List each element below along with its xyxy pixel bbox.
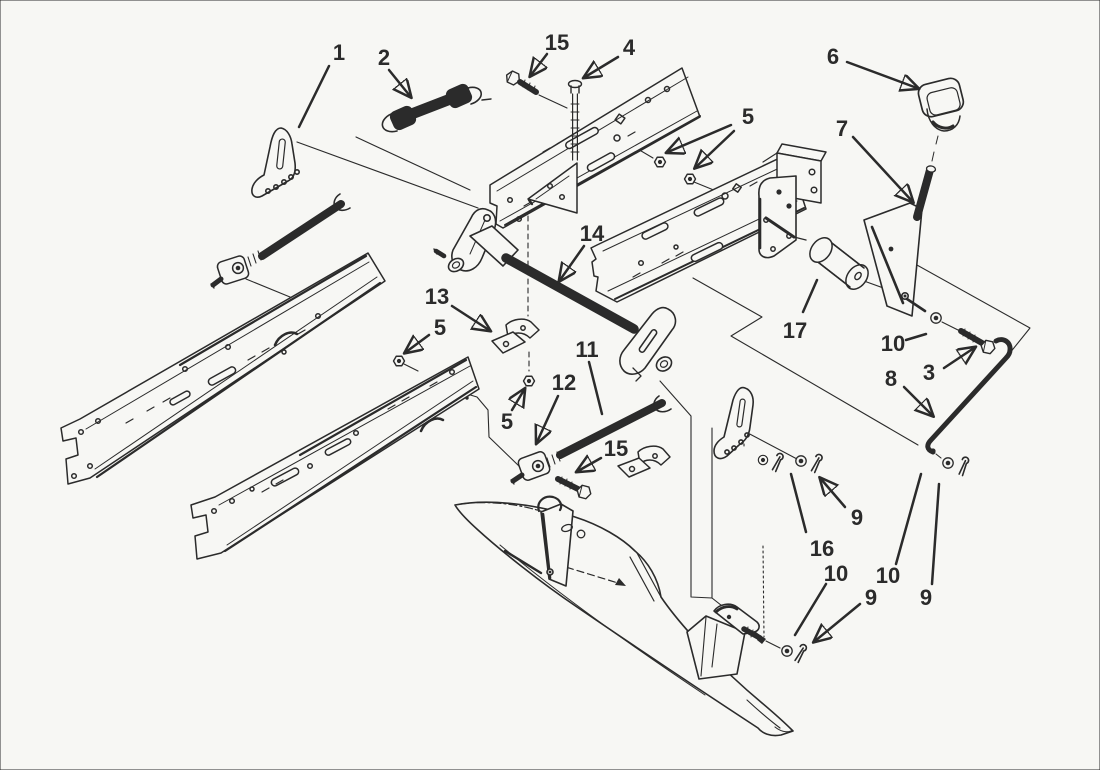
rear-mount-box-bracket [758, 143, 827, 259]
callout-leader-7 [851, 135, 912, 201]
trunnion-12 [510, 451, 551, 485]
callout-leader-10 [793, 582, 828, 637]
callout-label-14: 14 [580, 221, 605, 246]
callout-leader-11 [587, 360, 604, 416]
cotter-pin-9 [810, 452, 824, 475]
callout-leader-9 [930, 482, 941, 586]
seat-pan-weldment [454, 495, 808, 737]
rear-lift-bracket [713, 386, 754, 460]
callout-leader-12 [537, 394, 560, 442]
callout-leader-1 [297, 64, 331, 129]
hex-bolt-15-upper [503, 68, 539, 95]
callout-leader-10 [894, 472, 923, 566]
flange-nut-5 [683, 173, 697, 185]
callout-label-9: 9 [851, 505, 863, 530]
shaft-end-pin [433, 248, 447, 259]
hex-bolt-3 [958, 328, 997, 356]
callout-leader-13 [450, 304, 489, 330]
flat-washer-10 [930, 312, 942, 324]
shift-knob-6 [917, 77, 965, 132]
callout-label-11: 11 [575, 337, 598, 362]
callout-label-15: 15 [604, 436, 628, 461]
callout-label-4: 4 [623, 35, 636, 60]
callout-leader-10 [904, 332, 928, 342]
callout-label-2: 2 [378, 45, 390, 70]
callout-label-10: 10 [881, 331, 905, 356]
lift-bracket-1 [251, 127, 300, 198]
lever-pivot-hardware [905, 297, 997, 356]
seat-rail-lower-left [60, 252, 386, 485]
seat-rail-lower-right [190, 356, 480, 560]
callout-label-7: 7 [836, 116, 848, 141]
callout-label-5: 5 [742, 104, 754, 129]
flange-nut-5 [653, 156, 667, 168]
callout-leader-14 [560, 244, 586, 280]
callout-label-5: 5 [434, 315, 446, 340]
callout-leader-4 [585, 55, 620, 77]
callout-leader-5 [512, 390, 524, 412]
callout-label-10: 10 [824, 561, 848, 586]
pan-rear-pedestal-bracket [686, 603, 781, 680]
adjustment-rod-11 [510, 395, 672, 501]
cotter-pin-9 [958, 455, 970, 477]
flat-washer-10 [780, 644, 794, 658]
cotter-pin [771, 451, 785, 474]
callout-leader-3 [942, 348, 974, 370]
callout-label-8: 8 [885, 366, 897, 391]
callout-leader-6 [845, 60, 917, 88]
callout-leader-15 [578, 458, 603, 471]
callout-label-1: 1 [333, 40, 345, 65]
cotter-pin-9 [793, 642, 808, 665]
callout-label-13: 13 [425, 284, 449, 309]
callout-leader-17 [801, 278, 819, 314]
seat-bracket-rail-upper [489, 67, 701, 229]
tension-spring-2 [381, 83, 492, 133]
pan-front-bracket [537, 495, 586, 587]
hex-bolt-15-lower [555, 476, 594, 501]
callout-label-16: 16 [810, 536, 834, 561]
callout-leader-5 [668, 123, 733, 152]
callout-label-6: 6 [827, 44, 839, 69]
callout-label-9: 9 [920, 585, 932, 610]
flat-washer-10 [942, 457, 954, 469]
seat-bracket-rail-lower [590, 153, 807, 303]
callout-label-15: 15 [545, 30, 569, 55]
lift-lever-7 [863, 135, 939, 317]
callout-leader-15 [531, 52, 549, 75]
roller-spacer-17 [809, 237, 869, 290]
callout-label-3: 3 [923, 360, 935, 385]
flange-nut-5 [392, 355, 406, 367]
callout-leader-16 [789, 472, 808, 534]
callout-leader-5 [406, 333, 431, 352]
callout-label-5: 5 [501, 409, 513, 434]
gusset-plate [527, 162, 578, 214]
callout-leader-2 [387, 68, 410, 96]
callout-label-12: 12 [552, 370, 576, 395]
callout-label-17: 17 [783, 318, 807, 343]
flange-nut-5 [522, 375, 536, 387]
callout-leader-9 [815, 602, 862, 641]
callout-leader-8 [902, 385, 932, 415]
front-lift-rod [210, 193, 351, 289]
callout-leader-5 [696, 129, 736, 167]
clamp-bracket-13-left [491, 318, 540, 354]
clamp-bracket-13-right [617, 445, 671, 478]
flat-washer-16 [795, 455, 807, 467]
flat-washer [757, 454, 769, 466]
carriage-bolt-4 [567, 79, 583, 161]
link-rod-8 [925, 337, 1013, 477]
pivot-shaft-14 [433, 207, 677, 382]
callout-label-9: 9 [865, 585, 877, 610]
callout-label-10: 10 [876, 563, 900, 588]
callout-leader-9 [821, 479, 847, 509]
